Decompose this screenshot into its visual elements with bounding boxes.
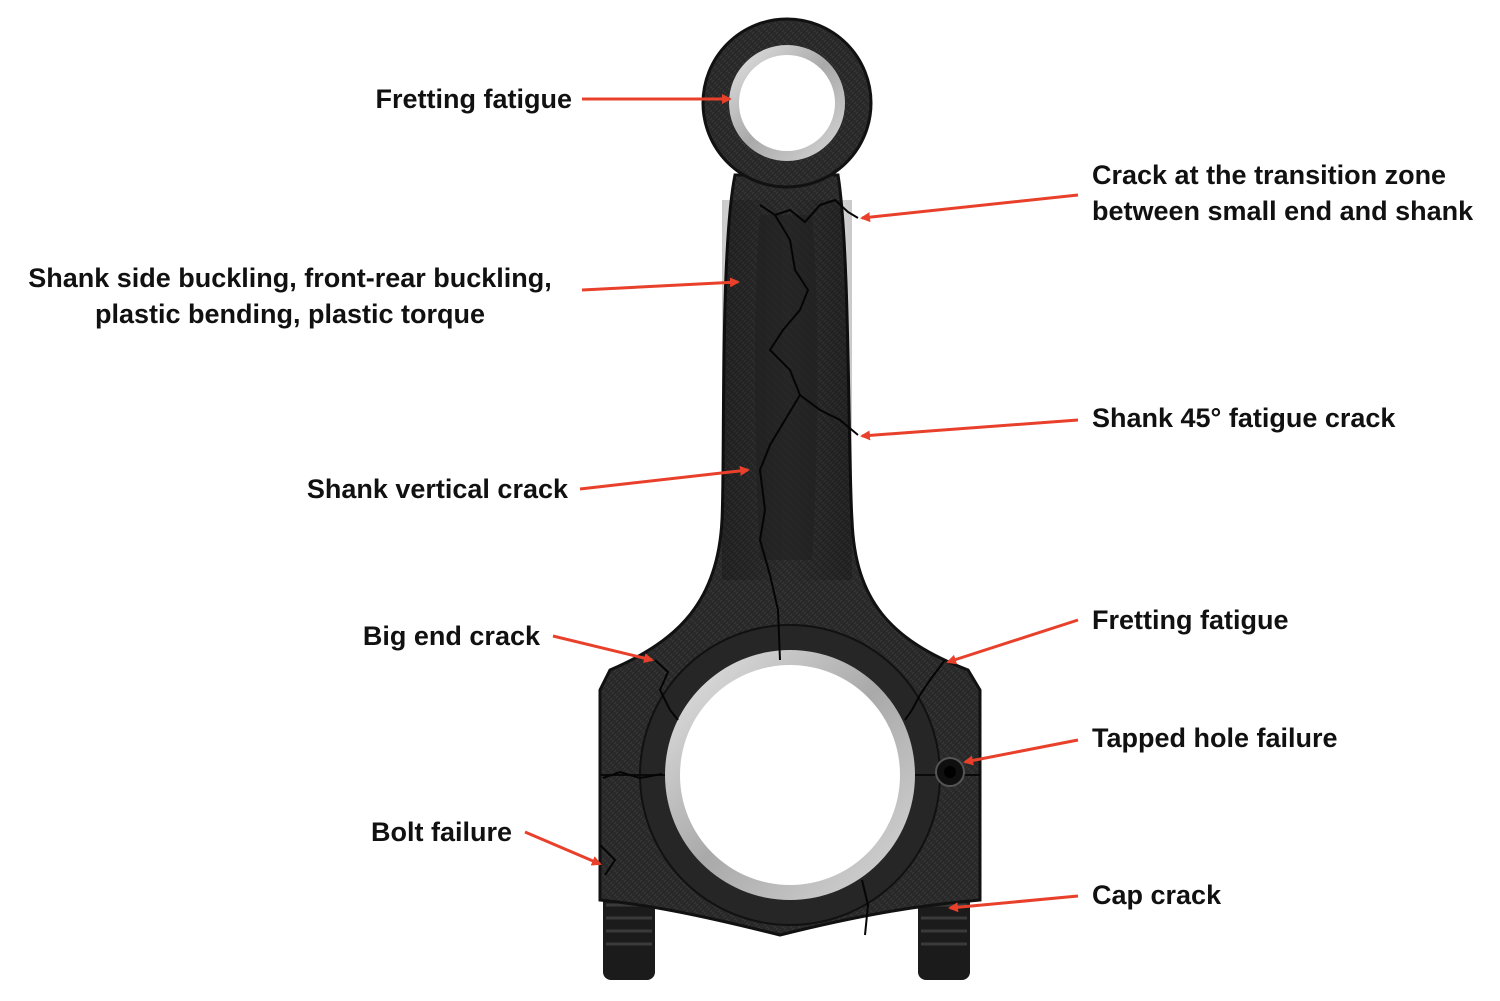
label-transition-crack-line2: between small end and shank — [1092, 196, 1474, 226]
label-tapped-hole-failure: Tapped hole failure — [1092, 723, 1338, 753]
arrow-bolt-failure — [524, 830, 602, 866]
label-transition-crack: Crack at the transition zone between sma… — [1092, 157, 1492, 229]
label-shank-buckling-line1: Shank side buckling, front-rear buckling… — [28, 263, 552, 293]
arrow-transition-crack — [860, 193, 1079, 223]
label-big-end-crack: Big end crack — [362, 621, 540, 651]
label-cap-crack: Cap crack — [1092, 880, 1222, 910]
label-shank-vertical-crack: Shank vertical crack — [306, 474, 568, 504]
arrow-tapped-hole-failure — [963, 738, 1079, 766]
arrow-shank-buckling — [581, 277, 740, 292]
arrow-shank-45-crack — [860, 418, 1079, 441]
arrow-fretting-fatigue-big-end — [946, 618, 1079, 665]
label-shank-buckling: Shank side buckling, front-rear buckling… — [12, 260, 568, 332]
label-bolt-failure: Bolt failure — [370, 817, 512, 847]
label-shank-45-crack: Shank 45° fatigue crack — [1092, 403, 1396, 433]
arrow-big-end-crack — [552, 634, 654, 663]
label-fretting-fatigue-big-end: Fretting fatigue — [1092, 605, 1289, 635]
connecting-rod-body — [598, 17, 982, 937]
annotation-arrows — [524, 94, 1079, 913]
arrow-shank-vertical-crack — [579, 465, 750, 491]
label-fretting-fatigue-small-end: Fretting fatigue — [375, 84, 573, 114]
cracks — [599, 198, 946, 936]
label-transition-crack-line1: Crack at the transition zone — [1092, 160, 1447, 190]
label-shank-buckling-line2: plastic bending, plastic torque — [94, 299, 486, 329]
arrow-cap-crack — [948, 894, 1079, 913]
